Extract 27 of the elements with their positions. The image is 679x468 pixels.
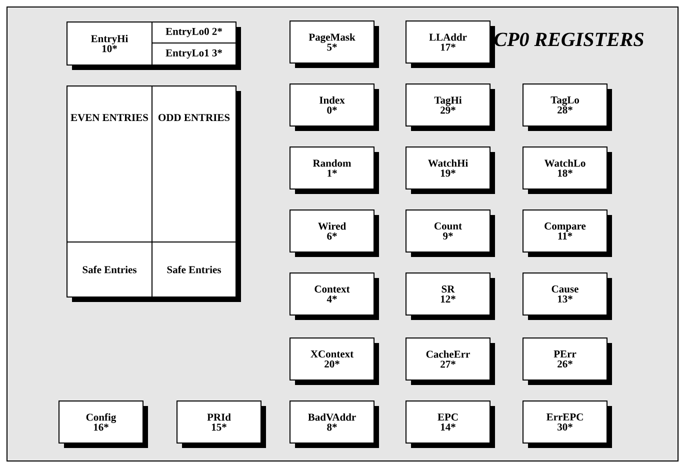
register-box: WatchLo 18* [522,146,612,194]
register-box: Compare 11* [522,210,612,257]
register-box: LLAddr 17* [406,20,495,68]
register-box: WatchHi 19* [406,146,495,194]
register-box: Context 4* [290,272,379,320]
table-cell: Safe Entries [66,242,152,298]
register-box: Index 0* [290,84,379,131]
register-box: Cause 13* [522,272,612,320]
register-box: EPC 14* [406,400,495,448]
register-box: PErr 26* [522,338,612,385]
register-box: TagLo 28* [522,84,612,131]
register-box: PRId 15* [176,400,266,448]
register-box: TagHi 29* [406,84,495,131]
table-cell: Safe Entries [152,242,236,298]
register-box: ErrEPC 30* [522,400,612,448]
register-box: BadVAddr 8* [290,400,379,448]
register-box: PageMask 5* [290,20,379,68]
title-text: CP0 REGISTERS [494,32,644,46]
register-box: SR 12* [406,272,495,320]
register-box: CacheErr 27* [406,338,495,385]
table-cell: EntryLo1 3* [152,42,236,66]
table-cell: EntryLo0 2* [152,22,236,44]
register-box: Random 1* [290,146,379,194]
register-box: XContext 20* [290,338,379,385]
register-box: Config 16* [58,400,148,448]
register-box: Wired 6* [290,210,379,257]
register-box: Count 9* [406,210,495,257]
